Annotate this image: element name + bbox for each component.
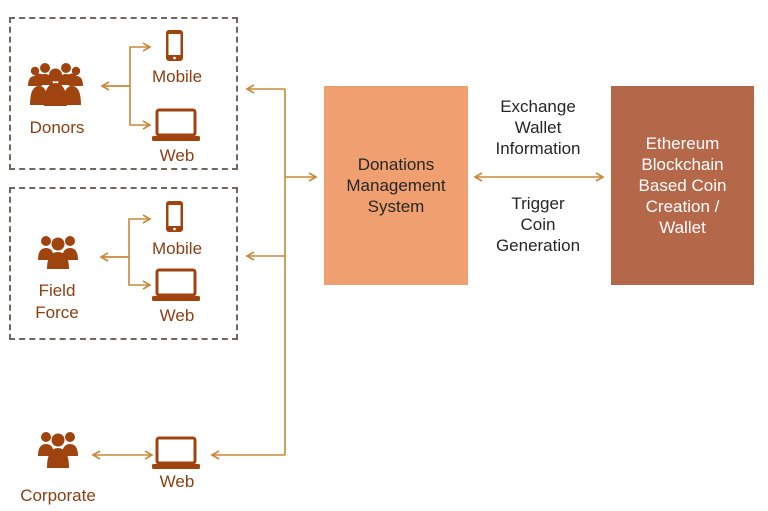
corporate-people-icon — [38, 432, 78, 468]
donors-group-box — [9, 17, 238, 170]
corporate-web-label: Web — [159, 472, 195, 491]
ethereum-blockchain-label: Ethereum Blockchain Based Coin Creation … — [638, 134, 727, 237]
laptop-icon — [152, 268, 200, 301]
field-force-web-label: Web — [159, 306, 195, 325]
mobile-phone-icon — [166, 201, 183, 232]
field-force-label: Field Force — [35, 281, 79, 322]
ethereum-blockchain-box: Ethereum Blockchain Based Coin Creation … — [611, 86, 754, 285]
donors-web-label: Web — [159, 146, 195, 165]
donors-people-icon — [28, 63, 83, 106]
donors-mobile-label: Mobile — [151, 67, 203, 86]
trigger-coin-label: Trigger Coin Generation — [495, 194, 581, 255]
mobile-phone-icon — [166, 30, 183, 61]
corporate-label: Corporate — [20, 486, 96, 505]
donations-management-system-box: Donations Management System — [324, 86, 468, 285]
field-force-people-icon — [38, 236, 78, 269]
field-force-mobile-label: Mobile — [151, 239, 203, 258]
field-force-group-box — [9, 187, 238, 340]
donations-management-system-label: Donations Management System — [346, 155, 446, 216]
exchange-wallet-label: Exchange Wallet Information — [495, 97, 581, 158]
donors-branch-line — [129, 86, 152, 130]
field-force-branch-line — [128, 257, 152, 290]
donors-label: Donors — [29, 118, 85, 137]
laptop-icon — [152, 108, 200, 141]
laptop-icon — [152, 436, 200, 469]
